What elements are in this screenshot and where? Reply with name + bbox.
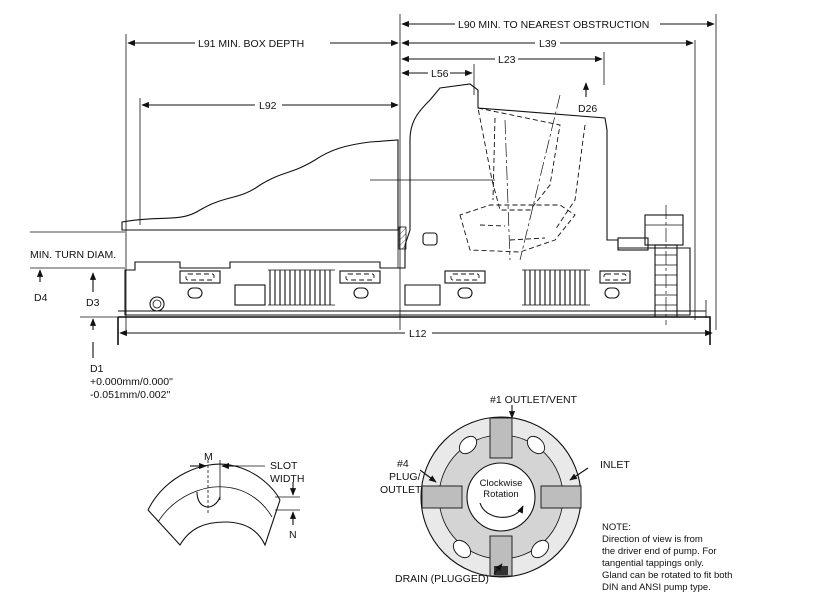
width-label: WIDTH [270,473,304,485]
note-line-3: tangential tappings only. [602,558,704,569]
note-line-1: Direction of view is from [602,534,703,545]
plug-outlet-label-3: OUTLET [380,484,422,496]
inlet-label: INLET [600,459,630,471]
m-label: M [204,451,213,463]
min-turn-diam-label: MIN. TURN DIAM. [30,249,116,261]
note-line-5: DIN and ANSI pump type. [602,582,711,593]
note-line-2: the driver end of pump. For [602,546,717,557]
d1-tolerance-plus: +0.000mm/0.000" [90,376,173,388]
outlet-vent-label: #1 OUTLET/VENT [490,394,578,406]
rotation-label-line1: Clockwise [480,478,523,489]
gland-end-view: Clockwise Rotation #1 OUTLET/VENT #4 PLU… [380,394,630,585]
l39-label: L39 [539,38,557,50]
d26-label: D26 [578,103,597,115]
note-line-4: Gland can be rotated to fit both [602,570,732,581]
d3-label: D3 [86,297,100,309]
slot-detail: M SLOT WIDTH N [147,451,304,547]
gland-bolt [644,205,684,325]
plug-outlet-label-1: #4 [397,458,409,470]
l91-label: L91 MIN. BOX DEPTH [198,38,304,50]
dimension-labels: L90 MIN. TO NEAREST OBSTRUCTION L91 MIN.… [30,19,649,401]
d4-label: D4 [34,292,48,304]
l90-label: L90 MIN. TO NEAREST OBSTRUCTION [458,19,649,31]
l12-label: L12 [409,328,427,340]
slot-label: SLOT [270,460,298,472]
seal-cross-section [117,83,711,345]
d1-label: D1 [90,363,104,375]
dimension-lines [30,14,717,358]
n-label: N [289,529,297,541]
drain-label: DRAIN (PLUGGED) [395,573,489,585]
rotation-label-line2: Rotation [483,489,518,500]
l23-label: L23 [498,54,516,66]
l92-label: L92 [259,100,277,112]
plug-outlet-label-2: PLUG/ [389,471,421,483]
note-block: NOTE: Direction of view is from the driv… [602,522,732,593]
l56-label: L56 [431,68,449,80]
d1-tolerance-minus: -0.051mm/0.002" [90,389,170,401]
note-title: NOTE: [602,522,631,533]
spring-right [522,269,590,306]
spring-left [268,269,335,306]
